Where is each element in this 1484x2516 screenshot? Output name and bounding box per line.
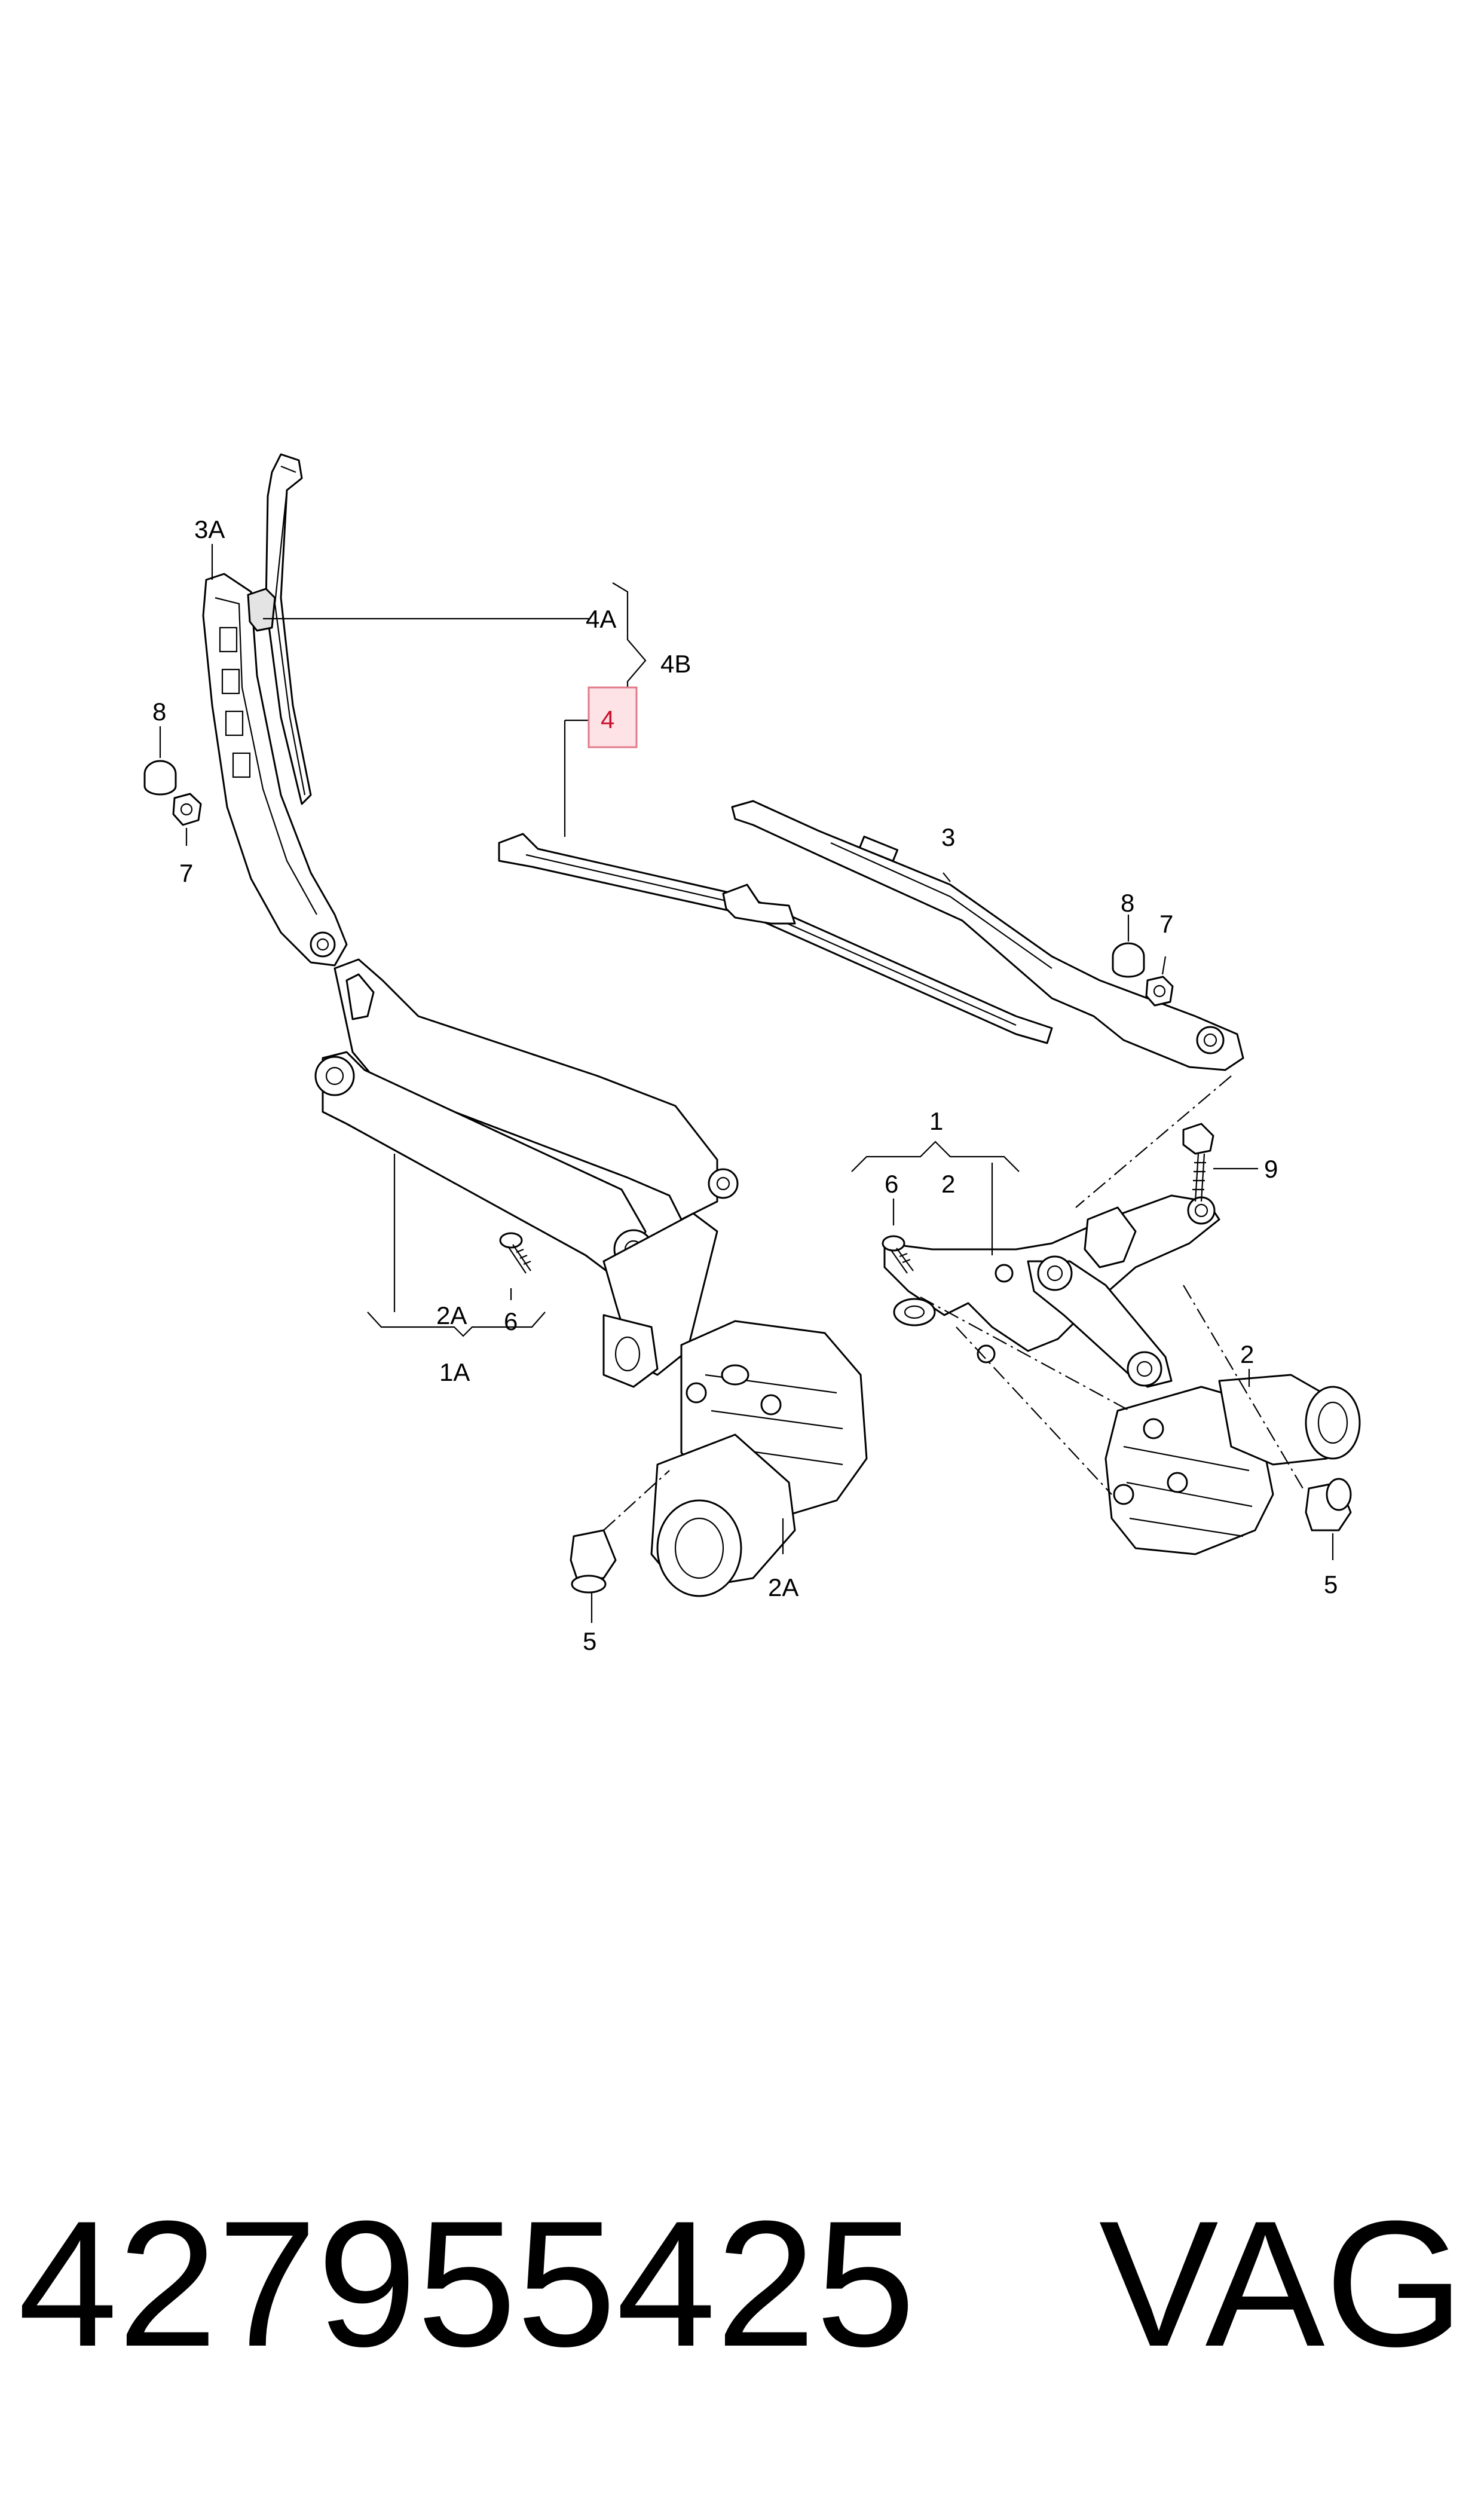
callout-7-left: 7	[179, 859, 193, 887]
callout-9: 9	[1264, 1155, 1278, 1183]
left-nut-7	[172, 793, 202, 826]
right-screw-6	[882, 1235, 914, 1274]
right-wiper-linkage	[883, 1194, 1220, 1388]
left-screw-6	[499, 1232, 531, 1274]
callout-3: 3	[941, 823, 955, 851]
callout-2A-motor: 2A	[768, 1573, 798, 1601]
callout-2-motor: 2	[1240, 1340, 1254, 1368]
callout-3A: 3A	[194, 515, 225, 543]
callout-4B: 4B	[660, 650, 691, 678]
right-wiper-arm	[731, 800, 1244, 1071]
part-footer: 427955425 VAG	[18, 2176, 1464, 2391]
right-bolt-9	[1182, 1123, 1214, 1202]
right-wiper-blade	[498, 833, 1053, 1044]
left-wiper-motor	[650, 1320, 868, 1597]
callout-4A: 4A	[586, 605, 616, 633]
right-nut-7	[1145, 976, 1174, 1007]
right-wiper-motor	[1104, 1374, 1361, 1555]
callout-6-left: 6	[504, 1307, 518, 1335]
callout-1: 1	[929, 1107, 943, 1135]
callout-6-right: 6	[885, 1170, 898, 1198]
left-wiper-linkage	[314, 958, 739, 1388]
callout-2A-bracket: 2A	[436, 1301, 467, 1329]
callout-2-bracket: 2	[941, 1170, 955, 1198]
highlighted-callout-box	[588, 686, 638, 748]
callout-5-right: 5	[1324, 1570, 1338, 1598]
callout-4: 4	[601, 705, 614, 733]
left-grommet-5	[570, 1529, 617, 1594]
callout-5-left: 5	[583, 1627, 596, 1655]
left-wiper-arm	[202, 573, 348, 967]
brand-name: VAG	[1099, 2183, 1464, 2384]
callout-8-left: 8	[152, 698, 166, 726]
left-cap-8	[143, 760, 177, 796]
right-grommet-5	[1305, 1478, 1352, 1531]
callout-1A: 1A	[439, 1358, 470, 1386]
left-wiper-blade	[265, 453, 312, 805]
right-cap-8	[1112, 942, 1145, 978]
part-number: 427955425	[18, 2183, 916, 2384]
callout-7-right: 7	[1159, 910, 1173, 938]
callout-8-right: 8	[1121, 889, 1134, 917]
